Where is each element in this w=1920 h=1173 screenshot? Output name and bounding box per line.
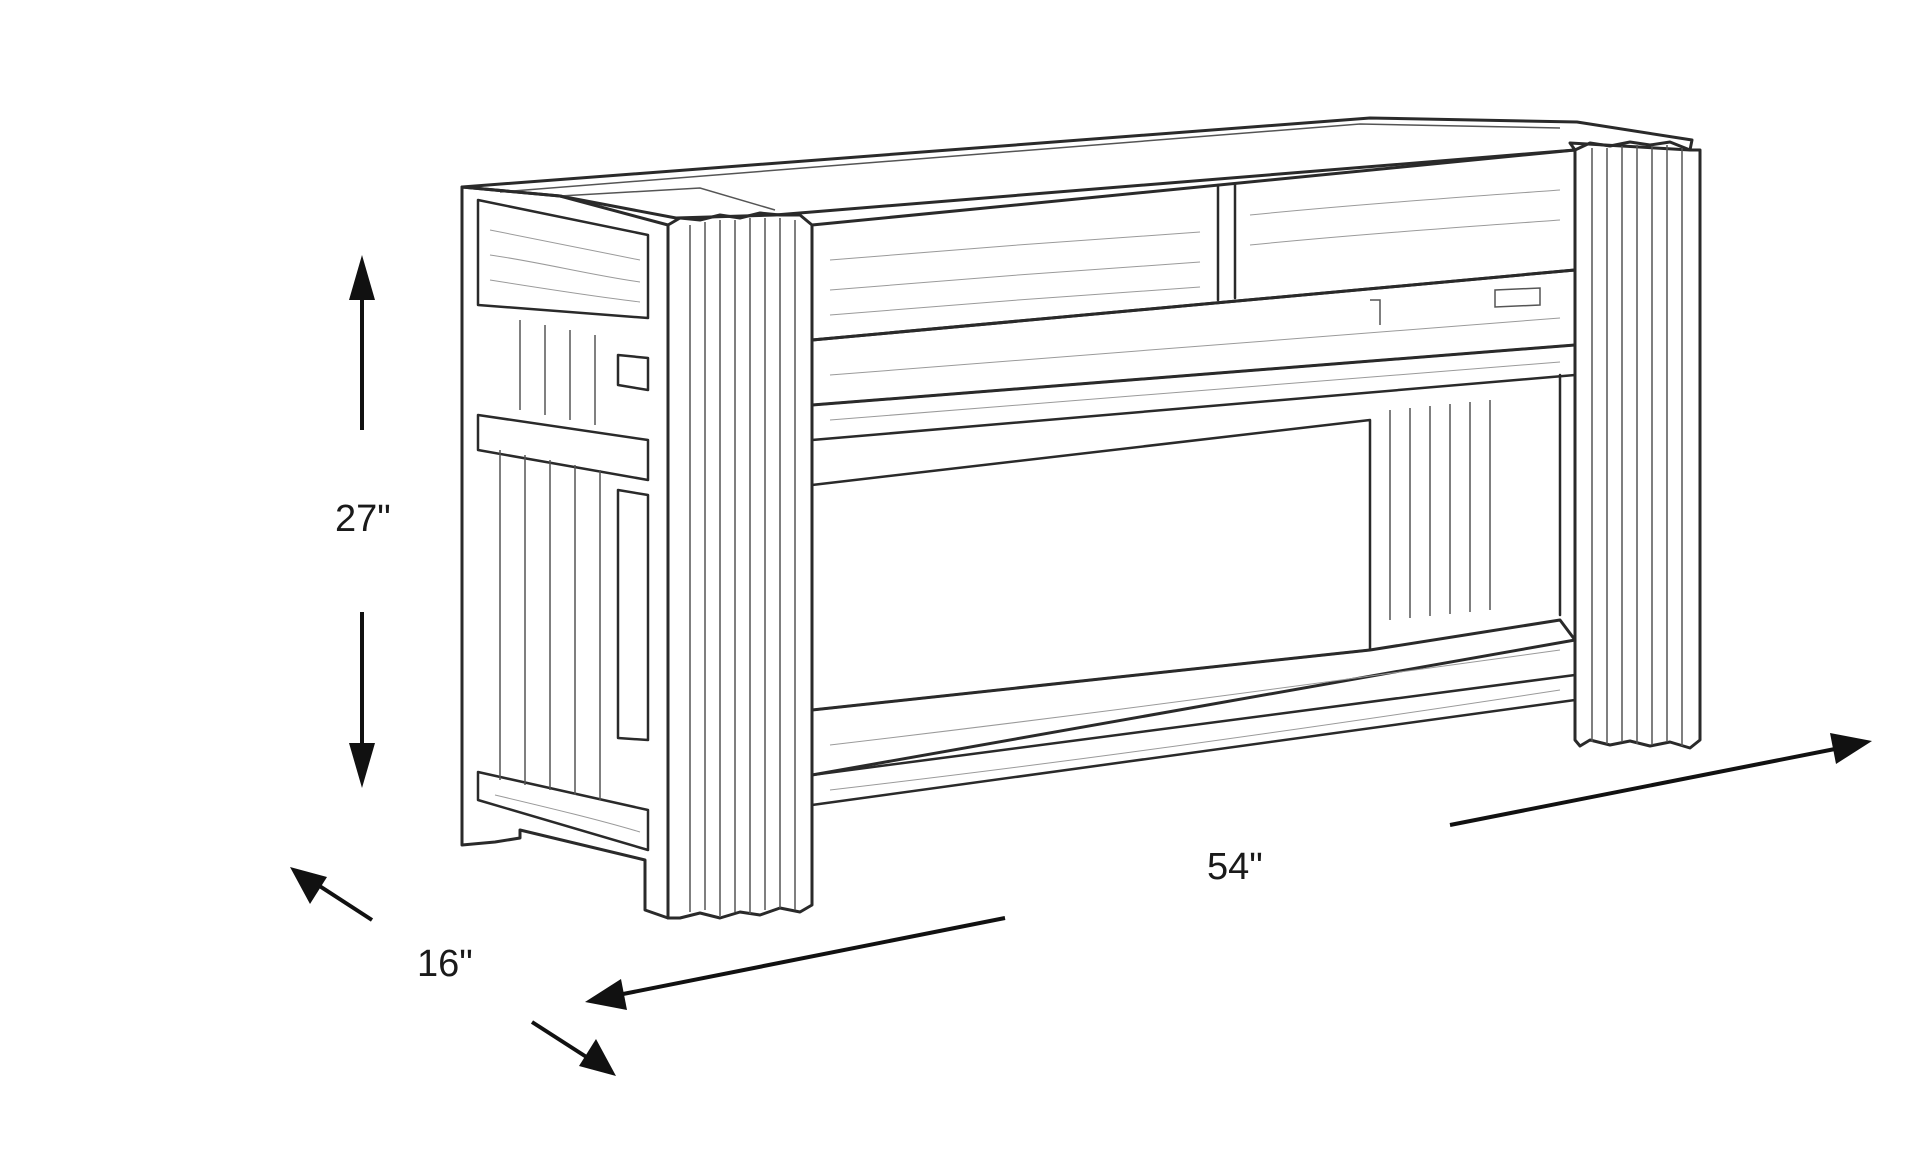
bottom-shelf [810, 618, 1577, 807]
height-dimension-arrow [349, 255, 375, 788]
height-label: 27" [335, 498, 391, 540]
upper-shelf [810, 268, 1577, 442]
depth-label: 16" [417, 943, 473, 985]
depth-dimension-arrow [290, 867, 616, 1076]
left-end-panel [460, 185, 670, 920]
middle-back-slats [810, 373, 1562, 712]
table-top [460, 116, 1694, 220]
left-fluted-leg [666, 211, 814, 920]
width-label: 54" [1207, 846, 1263, 888]
right-fluted-leg [1573, 140, 1702, 750]
drawer-apron [810, 148, 1577, 342]
width-dimension-arrow [585, 733, 1872, 1010]
